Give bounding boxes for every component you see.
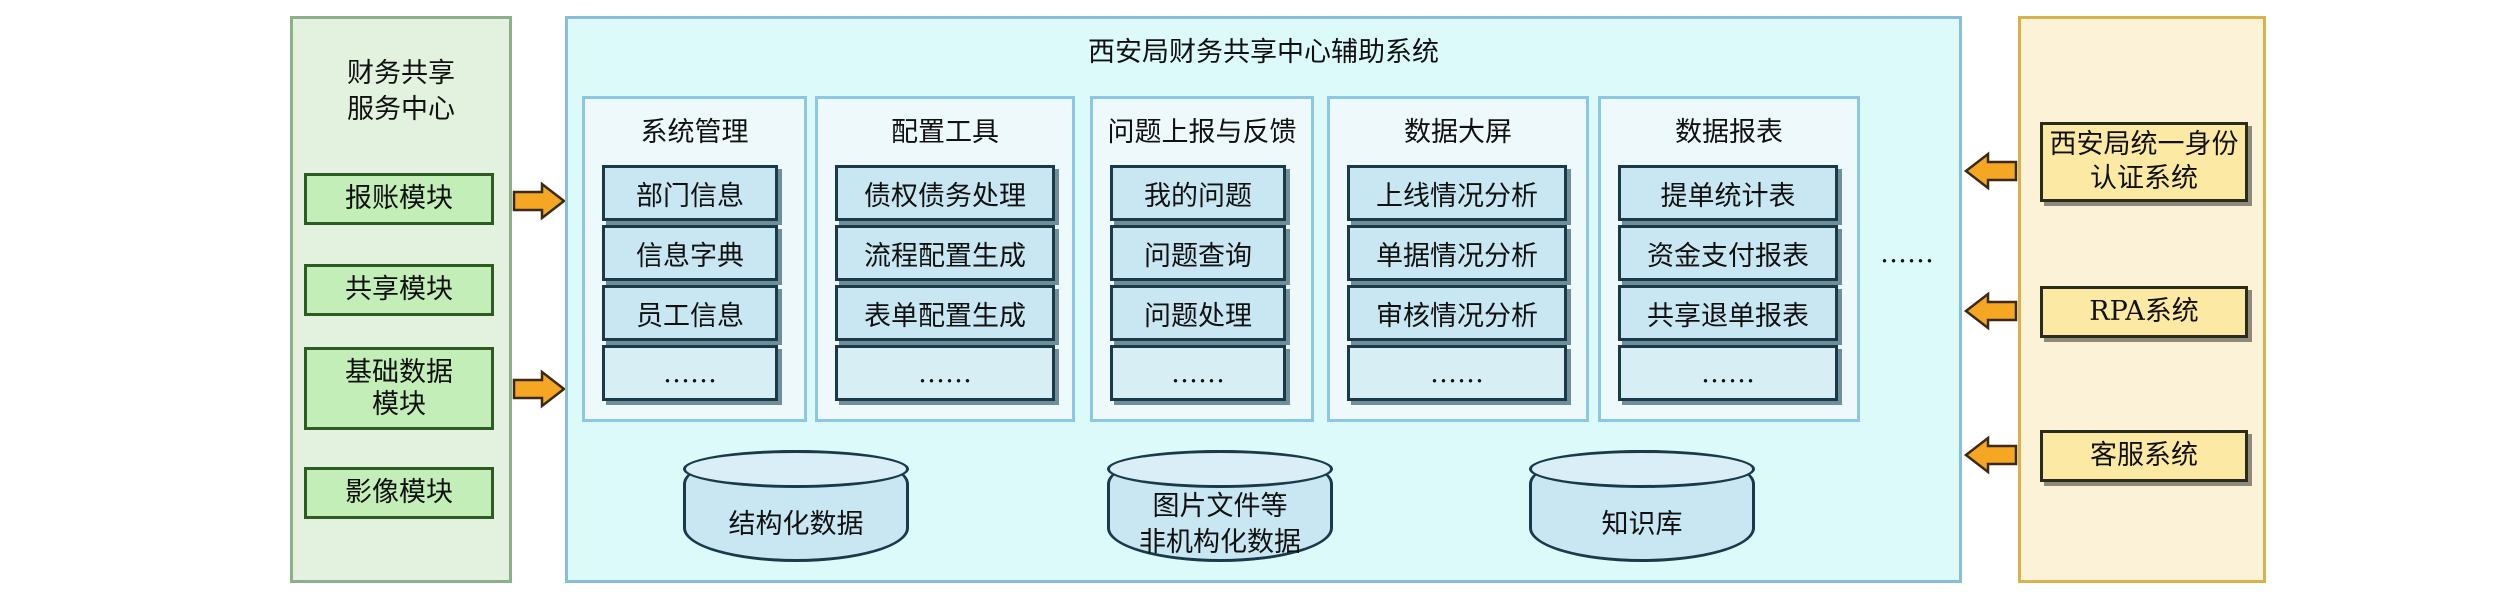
group-title: 数据大屏 bbox=[1404, 117, 1512, 148]
list-item: 信息字典 bbox=[602, 225, 778, 281]
list-item: 资金支付报表 bbox=[1618, 225, 1838, 281]
database-label-line1: 知识库 bbox=[1601, 509, 1683, 540]
list-item-more: …… bbox=[602, 345, 778, 401]
database-label: 结构化数据 bbox=[683, 488, 909, 562]
database-label: 图片文件等 非机构化数据 bbox=[1107, 488, 1333, 562]
rpa-system: RPA系统 bbox=[2040, 286, 2248, 338]
auxiliary-system-title: 西安局财务共享中心辅助系统 bbox=[1088, 37, 1439, 68]
list-item-more: …… bbox=[1110, 345, 1286, 401]
list-item: 审核情况分析 bbox=[1347, 285, 1567, 341]
left-panel-title: 财务共享 服务中心 bbox=[290, 56, 512, 128]
group-title: 问题上报与反馈 bbox=[1107, 117, 1297, 148]
list-item: 提单统计表 bbox=[1618, 165, 1838, 221]
imaging-module: 影像模块 bbox=[304, 467, 494, 519]
customer-service-system: 客服系统 bbox=[2040, 430, 2248, 482]
database-label-line1: 结构化数据 bbox=[728, 509, 864, 540]
database-label: 知识库 bbox=[1529, 488, 1755, 562]
list-item: 债权债务处理 bbox=[835, 165, 1055, 221]
basic-data-module: 基础数据 模块 bbox=[304, 347, 494, 430]
list-item-more: …… bbox=[835, 345, 1055, 401]
basic-data-module-line2: 模块 bbox=[372, 388, 426, 420]
list-item: 上线情况分析 bbox=[1347, 165, 1567, 221]
group-title: 配置工具 bbox=[891, 117, 999, 148]
unstructured-data-database: 图片文件等 非机构化数据 bbox=[1107, 450, 1333, 562]
database-top bbox=[1107, 450, 1333, 488]
identity-auth-system: 西安局统一身份 认证系统 bbox=[2040, 122, 2248, 202]
list-item: 流程配置生成 bbox=[835, 225, 1055, 281]
left-title-line1: 财务共享 bbox=[347, 58, 455, 89]
list-item: 问题处理 bbox=[1110, 285, 1286, 341]
list-item: 员工信息 bbox=[602, 285, 778, 341]
left-title-line2: 服务中心 bbox=[347, 94, 455, 125]
sharing-module: 共享模块 bbox=[304, 264, 494, 316]
identity-auth-line1: 西安局统一身份 bbox=[2049, 129, 2239, 160]
group-title: 数据报表 bbox=[1675, 117, 1783, 148]
knowledge-base-database: 知识库 bbox=[1529, 450, 1755, 562]
list-item: 我的问题 bbox=[1110, 165, 1286, 221]
list-item: 单据情况分析 bbox=[1347, 225, 1567, 281]
arrow-right-icon bbox=[512, 369, 567, 409]
list-item-more: …… bbox=[1618, 345, 1838, 401]
database-label-line2: 非机构化数据 bbox=[1139, 527, 1301, 558]
arrow-left-icon bbox=[1963, 151, 2018, 191]
list-item-more: …… bbox=[1347, 345, 1567, 401]
database-top bbox=[683, 450, 909, 488]
structured-data-database: 结构化数据 bbox=[683, 450, 909, 562]
list-item: 问题查询 bbox=[1110, 225, 1286, 281]
group-title: 系统管理 bbox=[640, 117, 749, 148]
database-label-line1: 图片文件等 bbox=[1152, 491, 1288, 522]
more-ellipsis: …… bbox=[1880, 238, 1934, 269]
reimbursement-module: 报账模块 bbox=[304, 173, 494, 225]
list-item: 共享退单报表 bbox=[1618, 285, 1838, 341]
arrow-left-icon bbox=[1963, 435, 2018, 475]
list-item: 表单配置生成 bbox=[835, 285, 1055, 341]
identity-auth-line2: 认证系统 bbox=[2090, 163, 2198, 194]
database-top bbox=[1529, 450, 1755, 488]
basic-data-module-line1: 基础数据 bbox=[345, 356, 453, 388]
list-item: 部门信息 bbox=[602, 165, 778, 221]
arrow-right-icon bbox=[512, 181, 567, 221]
arrow-left-icon bbox=[1963, 291, 2018, 331]
